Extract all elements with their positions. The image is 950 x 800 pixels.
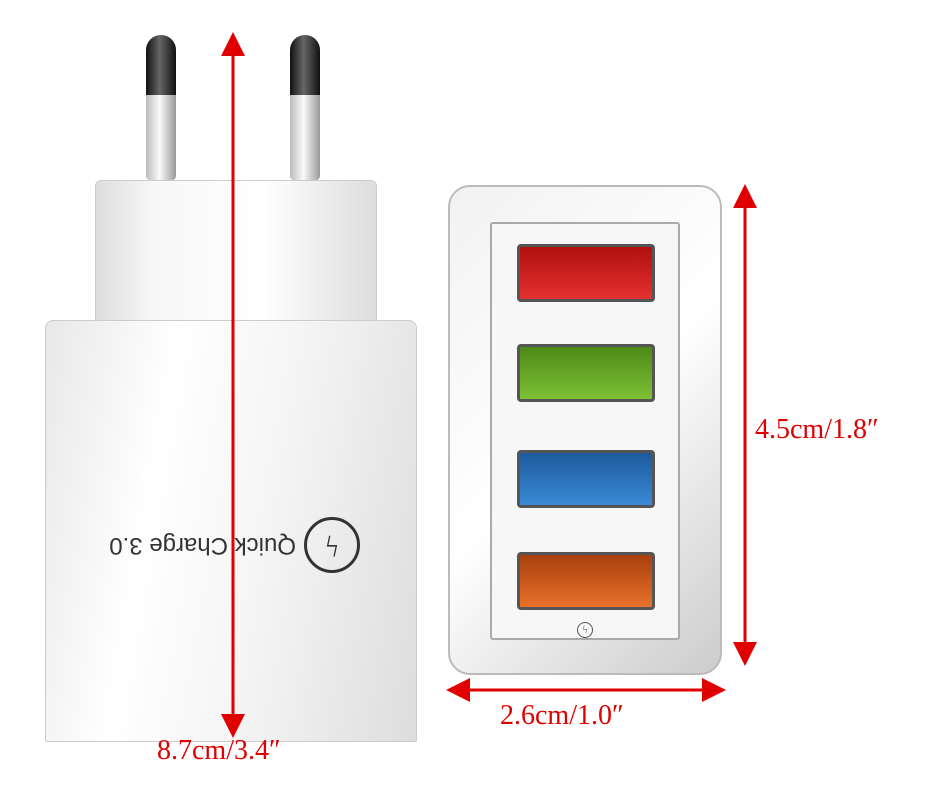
usb-port-orange <box>517 552 655 610</box>
usb-port-red <box>517 244 655 302</box>
plug-pin-left <box>146 35 176 180</box>
height-label: 8.7cm/3.4″ <box>157 735 281 766</box>
port-height-label: 4.5cm/1.8″ <box>755 414 879 445</box>
port-width-label: 2.6cm/1.0″ <box>500 700 624 731</box>
lightning-icon: ϟ <box>577 622 593 638</box>
usb-port-blue <box>517 450 655 508</box>
usb-port-green <box>517 344 655 402</box>
plug-pin-right <box>290 35 320 180</box>
